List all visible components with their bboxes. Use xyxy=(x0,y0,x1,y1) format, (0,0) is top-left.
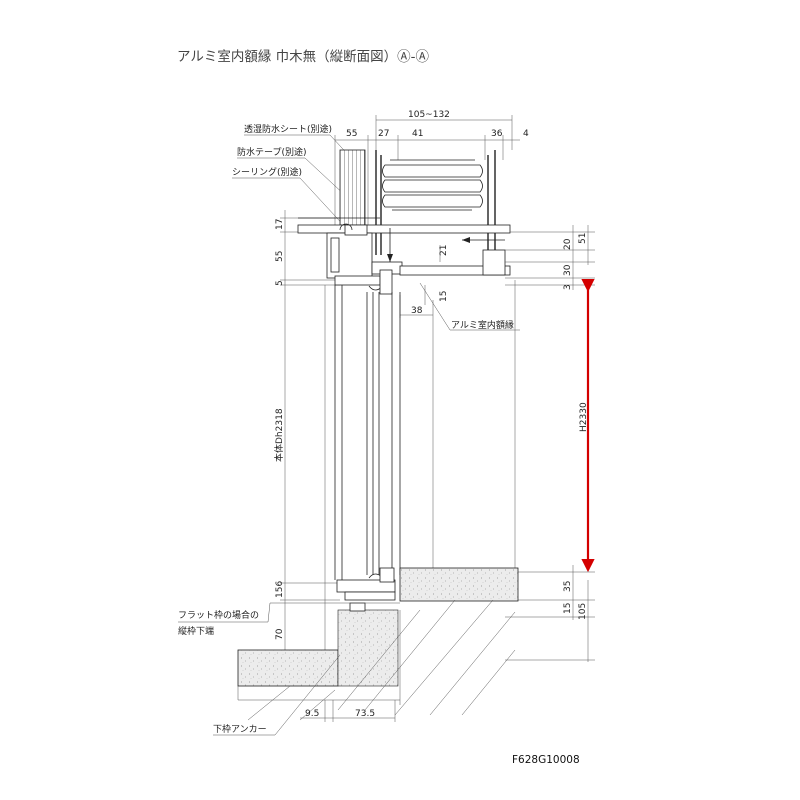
dim-left-70: 70 xyxy=(275,628,285,640)
top-dimensions: 105~132 55 27 41 36 4 xyxy=(334,110,529,225)
dim-top-41: 41 xyxy=(412,129,423,139)
dim-right-15: 15 xyxy=(563,603,573,614)
head-detail-dimensions: 21 15 38 xyxy=(399,245,449,318)
dim-right-30: 30 xyxy=(563,264,573,276)
jamb-and-glass xyxy=(324,280,516,660)
dim-top-span: 105~132 xyxy=(408,110,450,120)
dim-overall-height: H2330 xyxy=(579,402,589,432)
dim-right-35: 35 xyxy=(563,581,573,592)
dim-frame-height: 本体Dh2318 xyxy=(273,408,285,462)
casing-callout: アルミ室内額縁 xyxy=(419,282,520,331)
label-moisture-sheet: 透湿防水シート(別途) xyxy=(244,123,332,135)
label-flat-frame-line2: 縦枠下端 xyxy=(178,625,214,637)
drawing-code: F628G10008 xyxy=(512,754,580,766)
sill-section xyxy=(237,567,519,721)
label-anchor: 下枠アンカー xyxy=(213,723,267,735)
left-callouts: 透湿防水シート(別途) 防水テープ(別途) シーリング(別途) xyxy=(232,123,354,231)
dim-right-20: 20 xyxy=(563,238,573,250)
label-flat-frame-line1: フラット枠の場合の xyxy=(178,609,259,621)
anchor-callout: 下枠アンカー xyxy=(213,654,341,736)
dim-mid-38: 38 xyxy=(411,306,423,316)
label-waterproof-tape: 防水テープ(別途) xyxy=(237,146,306,158)
dim-bottom-73-5: 73.5 xyxy=(355,709,375,719)
head-frame-section xyxy=(297,149,511,295)
dim-top-55: 55 xyxy=(346,129,357,139)
dim-mid-21: 21 xyxy=(439,245,449,256)
dim-right-3: 3 xyxy=(563,284,573,290)
dim-right-105: 105 xyxy=(578,603,588,620)
right-dimensions: 20 51 30 3 H2330 35 15 105 xyxy=(505,225,595,662)
dim-left-156: 156 xyxy=(275,581,285,598)
flat-frame-note: フラット枠の場合の 縦枠下端 xyxy=(178,602,271,637)
dim-left-17: 17 xyxy=(275,219,285,230)
dim-mid-15: 15 xyxy=(439,291,449,302)
dim-bottom-9-5: 9.5 xyxy=(305,709,319,719)
dim-left-5: 5 xyxy=(275,280,285,286)
dim-right-51: 51 xyxy=(578,233,588,244)
label-sealing: シーリング(別途) xyxy=(232,166,302,178)
dim-top-27: 27 xyxy=(378,129,389,139)
dim-top-36: 36 xyxy=(491,129,503,139)
dim-left-55: 55 xyxy=(275,251,285,262)
bottom-dimensions: 9.5 73.5 xyxy=(300,700,396,722)
label-casing: アルミ室内額縁 xyxy=(451,319,514,331)
drawing-title: アルミ室内額縁 巾木無（縦断面図）Ⓐ-Ⓐ xyxy=(177,48,430,65)
dim-top-4: 4 xyxy=(523,129,529,139)
